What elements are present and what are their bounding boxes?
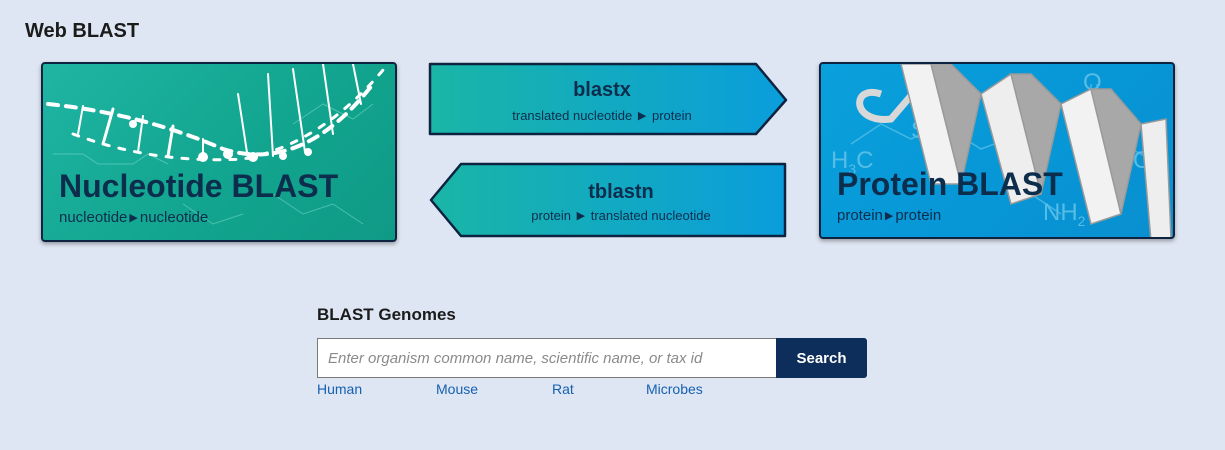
sub-to: nucleotide <box>139 209 209 226</box>
sub-from: protein <box>837 207 883 224</box>
right-arrow-shape <box>428 62 788 136</box>
blast-genomes-heading: BLAST Genomes <box>317 305 456 324</box>
protein-blast-subtitle: protein▶protein <box>837 207 941 224</box>
genome-link-microbes[interactable]: Microbes <box>646 381 703 397</box>
sub-to: translated nucleotide <box>590 208 711 223</box>
sub-from: translated nucleotide <box>512 108 633 123</box>
dna-helix-illustration <box>46 64 390 225</box>
page-title: Web BLAST <box>25 20 140 42</box>
bg-formula-c: H3C <box>831 147 873 177</box>
search-button[interactable]: Search <box>776 338 867 378</box>
tblastn-subtitle: protein ▶ translated nucleotide <box>441 208 801 223</box>
protein-blast-title: Protein BLAST <box>837 166 1063 202</box>
nucleotide-blast-card[interactable]: Nucleotide BLAST nucleotide▶nucleotide <box>41 62 397 242</box>
play-triangle-icon: ▶ <box>884 210 894 222</box>
play-triangle-icon: ▶ <box>576 210 586 222</box>
left-arrow-shape <box>429 162 787 238</box>
sub-to: protein <box>895 207 942 224</box>
sub-from: nucleotide <box>59 209 128 226</box>
tblastn-button[interactable]: tblastn protein ▶ translated nucleotide <box>429 162 789 240</box>
genome-link-mouse[interactable]: Mouse <box>436 381 479 397</box>
sub-from: protein <box>531 208 572 223</box>
bg-formula-nh2: NH2 <box>1043 199 1086 229</box>
protein-helix-illustration: H3C S O OH NH2 <box>831 64 1172 237</box>
organism-search-input[interactable] <box>317 338 777 378</box>
blastx-subtitle: translated nucleotide ▶ protein <box>421 108 783 123</box>
play-triangle-icon: ▶ <box>129 212 138 224</box>
nucleotide-blast-subtitle: nucleotide▶nucleotide <box>59 209 208 226</box>
genome-link-rat[interactable]: Rat <box>552 381 574 397</box>
genome-link-human[interactable]: Human <box>317 381 363 397</box>
blastx-button[interactable]: blastx translated nucleotide ▶ protein <box>428 62 790 138</box>
tblastn-title: tblastn <box>588 181 654 203</box>
play-triangle-icon: ▶ <box>637 110 647 122</box>
nucleotide-blast-title: Nucleotide BLAST <box>59 168 339 204</box>
protein-blast-card[interactable]: H3C S O OH NH2 Protein BLAST protein▶pro… <box>819 62 1175 239</box>
sub-to: protein <box>651 108 692 123</box>
blastx-title: blastx <box>573 79 631 101</box>
